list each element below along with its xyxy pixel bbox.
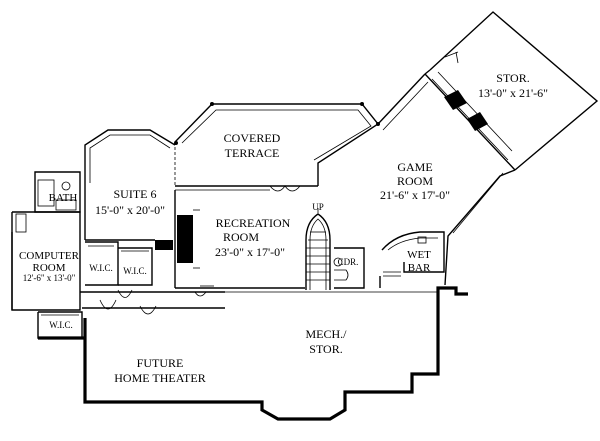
storage-wing	[424, 11, 599, 171]
bath-walls	[34, 171, 81, 213]
corridor	[80, 285, 225, 315]
suite6-name: SUITE 6	[114, 187, 157, 201]
theater-line2: HOME THEATER	[114, 371, 205, 385]
stair-up-label: UP	[312, 202, 324, 212]
terrace-line1: COVERED	[224, 131, 281, 145]
theater-line1: FUTURE	[137, 356, 184, 370]
cdr-name: CDR.	[338, 257, 359, 267]
game-room-line1: GAME	[397, 160, 432, 174]
wic3-name: W.I.C.	[49, 320, 72, 330]
stor-name: STOR.	[496, 71, 529, 85]
recreation-line1: RECREATION	[216, 216, 291, 230]
lower-foundation	[38, 286, 468, 421]
covered-terrace	[174, 102, 380, 186]
bath-name: BATH	[49, 192, 78, 204]
terrace-line2: TERRACE	[225, 146, 280, 160]
suite6-dim: 15'-0" x 20'-0"	[95, 203, 165, 217]
mech-line2: STOR.	[309, 342, 342, 356]
mech-line1: MECH./	[305, 327, 347, 341]
recreation-line2: ROOM	[223, 230, 259, 244]
wet-bar-line1: WET	[407, 249, 431, 261]
room-labels: STOR. 13'-0" x 21'-6" COVERED TERRACE GA…	[19, 71, 548, 385]
stair	[305, 208, 331, 290]
game-room-walls	[377, 73, 516, 286]
game-room-line2: ROOM	[397, 174, 433, 188]
wic1-name: W.I.C.	[89, 263, 112, 273]
wet-bar	[379, 231, 445, 288]
computer-line2: ROOM	[32, 262, 65, 274]
wic2-name: W.I.C.	[123, 266, 146, 276]
game-room-dim: 21'-6" x 17'-0"	[380, 188, 450, 202]
computer-dim: 12'-6" x 13'-0"	[23, 273, 76, 283]
cdr-closet	[333, 247, 365, 289]
stor-dim: 13'-0" x 21'-6"	[478, 86, 548, 100]
wet-bar-line2: BAR	[408, 262, 431, 274]
recreation-dim: 23'-0" x 17'-0"	[215, 245, 285, 259]
recreation-room-walls	[174, 185, 318, 289]
computer-room-walls	[11, 211, 81, 311]
computer-line1: COMPUTER	[19, 250, 80, 262]
